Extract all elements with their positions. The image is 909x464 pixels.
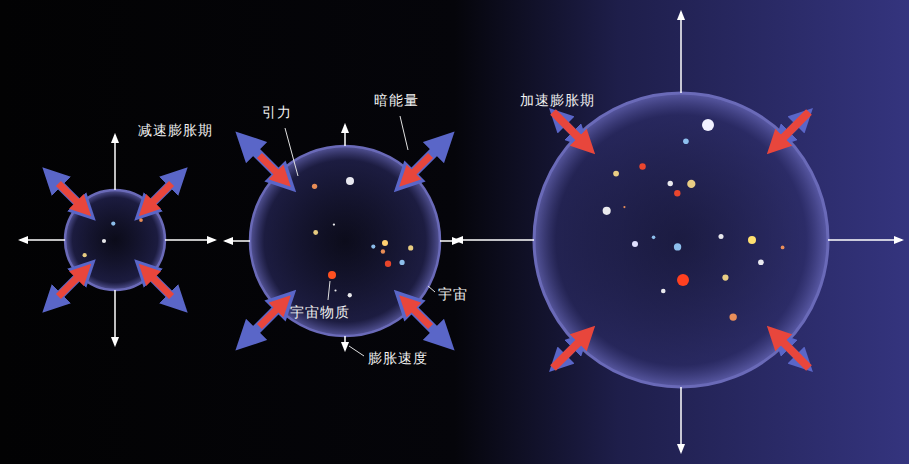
galaxy-dot bbox=[661, 289, 666, 294]
universe-sphere bbox=[225, 125, 460, 350]
force-label: 暗能量 bbox=[374, 92, 419, 109]
dark-energy-arrow bbox=[50, 267, 88, 305]
gravity-arrow bbox=[58, 270, 85, 297]
universe-boundary bbox=[534, 93, 828, 387]
galaxy-dot bbox=[674, 190, 680, 196]
galaxy-dot bbox=[623, 206, 625, 208]
galaxy-dot bbox=[729, 313, 736, 320]
phase-label: 加速膨胀期 bbox=[520, 92, 595, 109]
gravity-arrow bbox=[774, 112, 809, 147]
part-label: 宇宙 bbox=[438, 286, 468, 303]
expansion-speed-arrow bbox=[114, 290, 116, 345]
expansion-speed-arrow bbox=[828, 239, 902, 241]
phase-label: 减速膨胀期 bbox=[138, 122, 213, 139]
leader-line bbox=[400, 116, 408, 150]
galaxy-dot bbox=[312, 184, 317, 189]
galaxy-dot bbox=[83, 253, 87, 257]
leader-line bbox=[285, 128, 298, 176]
galaxy-dot bbox=[102, 239, 106, 243]
galaxy-dot bbox=[613, 171, 619, 177]
galaxy-dot bbox=[781, 246, 785, 250]
galaxy-dot bbox=[674, 243, 681, 250]
gravity-arrow bbox=[145, 183, 172, 210]
gravity-arrow bbox=[58, 183, 85, 210]
galaxy-dot bbox=[722, 275, 728, 281]
expansion-speed-arrow bbox=[344, 125, 346, 146]
expansion-speed-arrow bbox=[680, 12, 682, 93]
gravity-arrow bbox=[553, 112, 588, 147]
expansion-speed-arrow bbox=[165, 239, 215, 241]
galaxy-dot bbox=[683, 138, 689, 144]
dark-energy-arrow bbox=[402, 140, 446, 184]
dark-energy-arrow bbox=[50, 175, 88, 213]
galaxy bbox=[748, 236, 756, 244]
part-label: 膨胀速度 bbox=[368, 350, 428, 367]
dark-energy-arrow bbox=[142, 267, 180, 305]
dark-energy-arrow bbox=[142, 175, 180, 213]
expansion-speed-arrow bbox=[680, 387, 682, 452]
gravity-arrow bbox=[145, 270, 172, 297]
galaxy-dot bbox=[313, 230, 318, 235]
gravity-arrow bbox=[774, 333, 809, 368]
galaxy-dot bbox=[371, 244, 375, 248]
part-label: 宇宙物质 bbox=[290, 304, 350, 321]
gravity-arrow bbox=[553, 333, 588, 368]
universe-sphere bbox=[455, 12, 902, 452]
expansion-speed-arrow bbox=[455, 239, 534, 241]
galaxy bbox=[382, 240, 388, 246]
dark-energy-arrow bbox=[244, 298, 288, 342]
gravity-arrow bbox=[405, 155, 430, 180]
galaxy-dot bbox=[334, 289, 336, 291]
galaxy-dot bbox=[348, 293, 352, 297]
galaxy bbox=[328, 271, 336, 279]
gravity-arrow bbox=[405, 301, 430, 326]
galaxy bbox=[677, 274, 689, 286]
galaxy-dot bbox=[758, 259, 764, 265]
gravity-arrow bbox=[259, 301, 284, 326]
galaxy-dot bbox=[408, 245, 413, 250]
galaxy-dot bbox=[333, 223, 335, 225]
galaxy-dot bbox=[718, 234, 723, 239]
expansion-speed-arrow bbox=[114, 135, 116, 190]
expansion-speed-arrow bbox=[344, 336, 346, 350]
galaxy bbox=[702, 119, 714, 131]
leader-line bbox=[428, 286, 435, 292]
dark-energy-arrow bbox=[402, 298, 446, 342]
universe-sphere bbox=[20, 135, 215, 345]
galaxy-dot bbox=[385, 261, 391, 267]
galaxy-dot bbox=[111, 222, 115, 226]
galaxy-dot bbox=[639, 163, 645, 169]
galaxy-dot bbox=[399, 260, 404, 265]
galaxy-dot bbox=[687, 180, 695, 188]
galaxy-dot bbox=[139, 218, 143, 222]
galaxy bbox=[632, 241, 638, 247]
universe-boundary bbox=[250, 146, 440, 336]
galaxy bbox=[346, 177, 354, 185]
gravity-arrow bbox=[259, 155, 284, 180]
galaxy-dot bbox=[652, 236, 656, 240]
galaxy-dot bbox=[381, 249, 385, 253]
expansion-speed-arrow bbox=[20, 239, 65, 241]
galaxy-dot bbox=[603, 207, 611, 215]
force-label: 引力 bbox=[262, 104, 292, 121]
galaxy-dot bbox=[668, 181, 673, 186]
expansion-speed-arrow bbox=[225, 240, 250, 242]
leader-line bbox=[328, 281, 330, 300]
leader-line bbox=[349, 346, 364, 356]
dark-energy-arrow bbox=[244, 140, 288, 184]
